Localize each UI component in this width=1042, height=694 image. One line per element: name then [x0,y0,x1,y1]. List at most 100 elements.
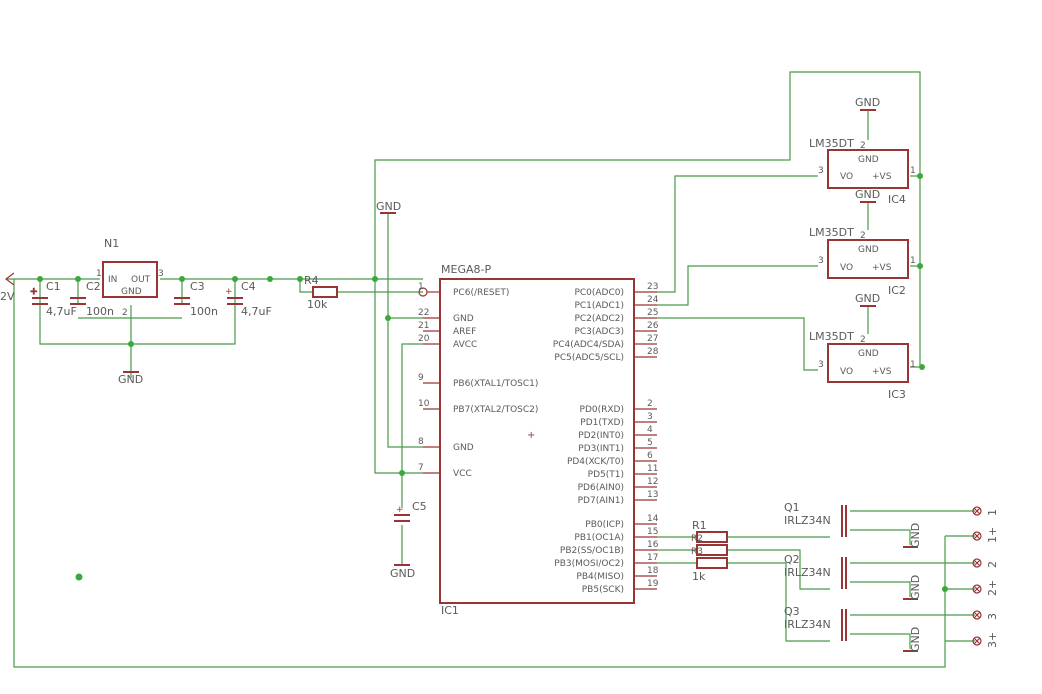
cap-c5: + C5 [394,500,427,522]
gnd-symbols: GND GND GND [118,200,415,580]
gnd-label-mcu: GND [376,200,401,213]
mcu-pin-number: 14 [647,514,659,524]
c1-value: 4,7uF [46,305,77,318]
connector-3: 3 [972,610,999,620]
mosfet-gnd-symbols: GND GND GND [903,523,922,652]
sensor-ic3-gnd: GND [858,349,879,359]
sensor-ic2: LM35DT GND VO +VS IC2 3 1 2 GND [809,188,916,297]
mcu-pin-name: PB5(SCK) [582,585,624,595]
sensor-ic2-vo: VO [840,263,853,273]
connector-1plus: 1+ [972,527,999,543]
sensor-ic4-vs: +VS [872,172,892,182]
mcu-pin-name: PB6(XTAL1/TOSC1) [453,379,538,389]
sensor-ic3-vs: +VS [872,367,892,377]
mcu-pin-number: 1 [418,282,424,292]
junction [75,276,81,282]
mcu-pin-number: 15 [647,527,658,537]
connector-2-label: 2 [986,561,999,568]
c5-ref: C5 [412,500,427,513]
junction [399,470,405,476]
stray-junction [75,573,83,581]
regulator-in: IN [108,275,117,285]
mcu-pin-number: 8 [418,437,424,447]
cap-c2: C2 100n [70,280,114,318]
connector-3plus: 3+ [972,632,999,648]
mcu-pin-number: 28 [647,347,659,357]
sensor-ic3-gnd-label: GND [855,292,880,305]
sensor-ic3-vo: VO [840,367,853,377]
sensor-ic4-gnd: GND [858,155,879,165]
mcu-pin-name: PB3(MOSI/OC2) [554,559,624,569]
connector-2: 2 [972,558,999,568]
mcu-pin-name: PD4(XCK/T0) [567,457,624,467]
svg-text:+: + [30,287,38,297]
mcu-pin-name: VCC [453,469,472,479]
svg-text:+: + [527,430,535,441]
mcu-pin-number: 6 [647,451,653,461]
mcu-pin-number: 17 [647,553,658,563]
sensor-ic2-pin-vo: 3 [818,256,824,266]
connector-3-label: 3 [986,613,999,620]
mcu-pin-name: PD3(INT1) [578,444,624,454]
connector-3plus-label: 3+ [986,632,999,648]
junction [385,315,391,321]
junction [37,276,43,282]
mcu-pin-name: PB0(ICP) [585,520,624,530]
sensor-ic3-pin-vo: 3 [818,360,824,370]
mcu-pin-number: 5 [647,438,653,448]
mcu-pin-name: PD0(RXD) [580,405,624,415]
mcu-pin-name: PB1(OC1A) [574,533,624,543]
mcu-pin-number: 18 [647,566,659,576]
junctions [37,173,948,592]
regulator-ref: N1 [104,237,119,250]
mcu-pin-number: 22 [418,308,429,318]
q3-ref: Q3 [784,605,800,618]
q1-gnd-label: GND [909,523,922,548]
mcu-pin-name: PD6(AIN0) [578,483,624,493]
junction [128,341,134,347]
mcu-ic1: MEGA8-P IC1 + 1PC6(/RESET)22GND21AREF20A… [418,263,659,617]
mcu-pin-number: 20 [418,334,430,344]
gnd-label-reg: GND [118,373,143,386]
mcu-pin-number: 11 [647,464,658,474]
c3-ref: C3 [190,280,205,293]
sensor-ic2-pin-gnd: 2 [860,231,866,241]
mcu-pin-number: 19 [647,579,659,589]
mcu-pin-name: GND [453,443,474,453]
sensor-ic2-gnd-label: GND [855,188,880,201]
r1-ref: R1 [692,519,707,532]
mcu-pin-name: GND [453,314,474,324]
c1-ref: C1 [46,280,61,293]
mcu-pin-number: 24 [647,295,659,305]
sensor-ic4-part: LM35DT [809,137,854,150]
regulator-n1: N1 IN OUT GND 1 3 2 [96,237,164,318]
svg-text:+: + [225,287,233,297]
cap-c1: + C1 4,7uF [29,280,77,318]
r4-ref: R4 [304,274,319,287]
mcu-pin-name: PC2(ADC2) [574,314,624,324]
sensor-ic2-part: LM35DT [809,226,854,239]
sensor-ic4-ref: IC4 [888,193,906,206]
mcu-pin-number: 23 [647,282,658,292]
mcu-pin-name: PC3(ADC3) [574,327,624,337]
cap-c4: + C4 4,7uF [225,280,272,318]
sensor-ic3: LM35DT GND VO +VS IC3 3 1 2 GND [809,292,916,401]
regulator-gnd: GND [121,287,142,297]
resistor-r4: R4 10k [304,274,338,311]
sensor-ic2-ref: IC2 [888,284,906,297]
c4-value: 4,7uF [241,305,272,318]
mcu-pin-number: 10 [418,399,430,409]
mcu-pin-name: PD7(AIN1) [578,496,624,506]
sensor-ic3-pin-vs: 1 [910,360,916,370]
r2-ref: R2 [691,534,703,544]
mcu-pin-name: PB7(XTAL2/TOSC2) [453,405,538,415]
connector-1plus-label: 1+ [986,527,999,543]
supply-arrow: 2V [0,272,15,303]
mcu-pin-name: AVCC [453,340,477,350]
mcu-pin-number: 4 [647,425,653,435]
sensor-ic4-gnd-label: GND [855,96,880,109]
connector-1-label: 1 [986,509,999,516]
sensor-ic4: LM35DT GND VO +VS IC4 3 1 2 GND [809,96,916,206]
mcu-pin-number: 21 [418,321,429,331]
